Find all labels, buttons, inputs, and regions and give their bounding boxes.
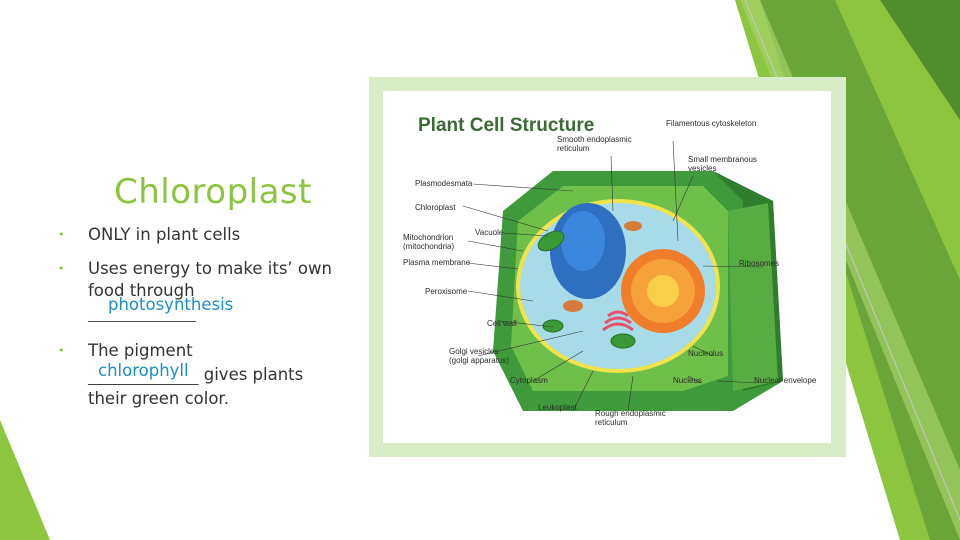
- answer-text: photosynthesis: [108, 295, 234, 314]
- label-cytoplasm: Cytoplasm: [510, 376, 548, 385]
- label-ribosomes: Ribosomes: [739, 259, 780, 268]
- bullet-text: ONLY in plant cells: [88, 225, 241, 244]
- fill-blank: _________________: [88, 371, 199, 386]
- label-smooth-er: Smooth endoplasmic reticulum: [557, 135, 632, 153]
- bullet-dot-icon: •: [58, 344, 65, 357]
- label-rough-er: Rough endoplasmic reticulum: [595, 409, 666, 427]
- label-vacuole: Vacuole: [475, 228, 504, 237]
- bullet-dot-icon: •: [58, 262, 65, 275]
- label-plasmodesmata: Plasmodesmata: [415, 179, 473, 188]
- plant-cell-figure: Plant Cell Structure: [369, 77, 846, 457]
- figure-title: Plant Cell Structure: [418, 115, 595, 136]
- fill-blank: __________________: [88, 308, 196, 322]
- label-nucleolus: Nucleolus: [688, 349, 724, 358]
- bullet-text: Uses energy to make its’ own: [88, 259, 332, 278]
- bullet-item: • Uses energy to make its’ own food thro…: [58, 258, 378, 324]
- label-mitochondrion: Mitochondrion (mitochondria): [403, 233, 455, 251]
- answer-text: chlorophyll: [98, 361, 189, 380]
- label-nucleus: Nucleus: [673, 376, 702, 385]
- bullet-text: food through: [88, 281, 195, 300]
- label-golgi: Golgi vesicles (golgi apparatus): [449, 347, 510, 365]
- label-membranous: Small membranous vesicles: [688, 155, 757, 173]
- bullet-item: • ONLY in plant cells: [58, 224, 240, 246]
- plant-cell-diagram: [462, 140, 783, 412]
- label-chloroplast: Chloroplast: [415, 203, 456, 212]
- label-filamentous: Filamentous cytoskeleton: [666, 119, 757, 128]
- bullet-item: • The pigment chlorophyll ______________…: [58, 340, 388, 410]
- bullet-text: gives plants: [198, 365, 304, 384]
- label-cell-wall: Cell wall: [487, 319, 517, 328]
- bullet-dot-icon: •: [58, 228, 65, 241]
- label-peroxisome: Peroxisome: [425, 287, 468, 296]
- label-leukoplast: Leukoplast: [538, 403, 577, 412]
- label-nuclear-envelope: Nuclear envelope: [754, 376, 817, 385]
- label-plasma-membrane: Plasma membrane: [403, 258, 471, 267]
- slide-title: Chloroplast: [114, 172, 312, 212]
- bullet-text: their green color.: [88, 389, 229, 408]
- bullet-text: The pigment: [88, 341, 193, 360]
- figure-canvas: Plant Cell Structure: [383, 91, 831, 443]
